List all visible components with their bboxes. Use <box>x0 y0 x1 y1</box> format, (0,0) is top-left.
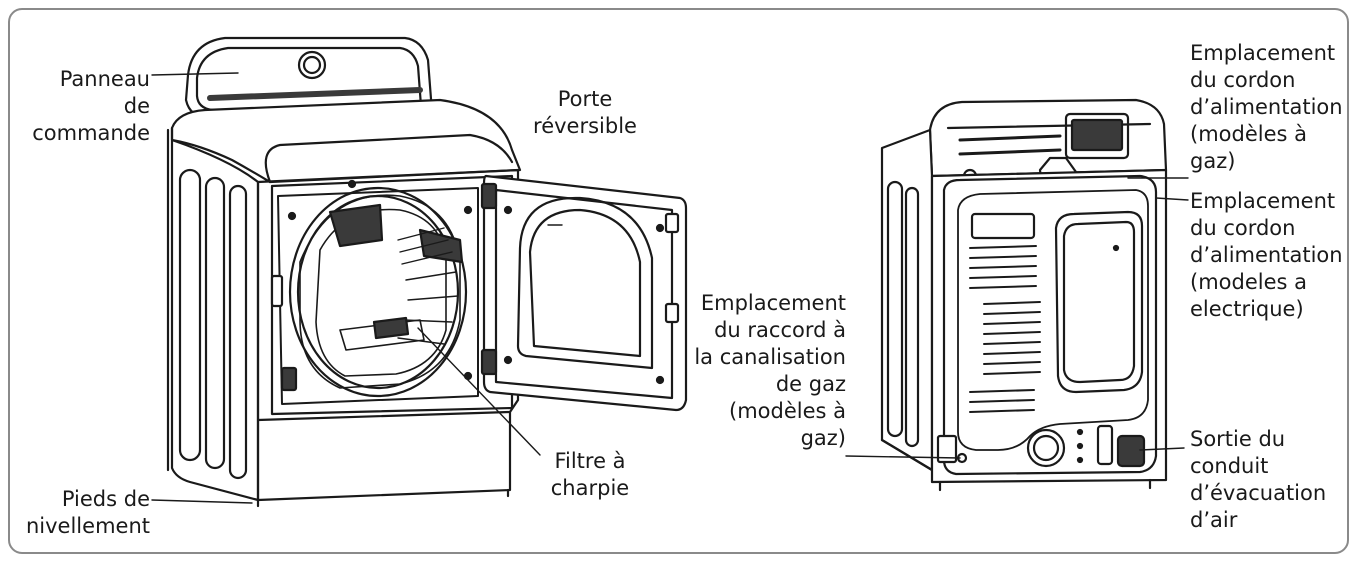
label-lint-filter-line1: Filtre à <box>554 449 626 473</box>
label-power-cord-gas-line5: gaz) <box>1190 149 1236 173</box>
diagram-frame <box>8 8 1349 554</box>
rear-vent-slot <box>970 212 1036 240</box>
label-reversible-door: Porte réversible <box>530 86 640 140</box>
label-gas-line-line1: Emplacement <box>700 291 846 315</box>
label-leveling-feet-line1: Pieds de <box>61 487 150 511</box>
label-exhaust-outlet: Sortie du conduit d’évacuation d’air <box>1190 426 1350 534</box>
label-lint-filter-line2: charpie <box>550 476 630 500</box>
label-power-cord-electric-line1: Emplacement <box>1190 189 1336 213</box>
label-reversible-door-line1: Porte <box>557 87 613 111</box>
leader-lint-filter <box>417 327 541 456</box>
label-control-panel-line1: Panneau <box>59 67 150 91</box>
label-control-panel-line3: commande <box>32 121 150 145</box>
label-leveling-feet-line2: nivellement <box>25 514 150 538</box>
label-power-cord-gas-line4: (modèles à <box>1190 122 1307 146</box>
label-power-cord-gas: Emplacement du cordon d’alimentation (mo… <box>1190 40 1350 175</box>
front-leader-lines <box>151 72 563 504</box>
leader-power-cord-electric <box>1155 197 1189 201</box>
label-power-cord-electric-line4: (modeles a <box>1190 270 1307 294</box>
rear-dryer-drawing <box>880 98 1168 492</box>
label-lint-filter: Filtre à charpie <box>540 448 640 502</box>
label-exhaust-outlet-line2: conduit <box>1190 454 1269 478</box>
label-power-cord-electric: Emplacement du cordon d’alimentation (mo… <box>1190 188 1350 323</box>
rear-leader-lines <box>845 177 1189 459</box>
leader-exhaust-outlet <box>1139 447 1185 451</box>
label-power-cord-gas-line2: du cordon <box>1190 68 1296 92</box>
label-control-panel-line2: de <box>123 94 150 118</box>
rear-label-box <box>1064 112 1130 160</box>
front-dryer-drawing <box>166 36 688 508</box>
label-power-cord-gas-line1: Emplacement <box>1190 41 1336 65</box>
control-knob <box>297 50 327 80</box>
leader-leveling-feet <box>151 499 253 504</box>
label-gas-line: Emplacement du raccord à la canalisation… <box>682 290 846 452</box>
label-gas-line-line4: de gaz <box>775 372 846 396</box>
label-gas-line-line2: du raccord à <box>714 318 846 342</box>
label-exhaust-outlet-line1: Sortie du <box>1190 427 1286 451</box>
label-gas-line-line6: gaz) <box>800 426 846 450</box>
leader-gas-line <box>845 455 961 459</box>
label-control-panel: Panneau de commande <box>30 66 150 147</box>
label-power-cord-electric-line2: du cordon <box>1190 216 1296 240</box>
label-exhaust-outlet-line4: d’air <box>1190 508 1238 532</box>
leader-control-panel <box>151 72 239 76</box>
label-power-cord-electric-line3: d’alimentation <box>1190 243 1343 267</box>
label-gas-line-line5: (modèles à <box>729 399 846 423</box>
label-exhaust-outlet-line3: d’évacuation <box>1190 481 1327 505</box>
label-gas-line-line3: la canalisation <box>694 345 846 369</box>
label-leveling-feet: Pieds de nivellement <box>22 486 150 540</box>
label-power-cord-gas-line3: d’alimentation <box>1190 95 1343 119</box>
label-power-cord-electric-line5: electrique) <box>1190 297 1304 321</box>
label-reversible-door-line2: réversible <box>533 114 637 138</box>
